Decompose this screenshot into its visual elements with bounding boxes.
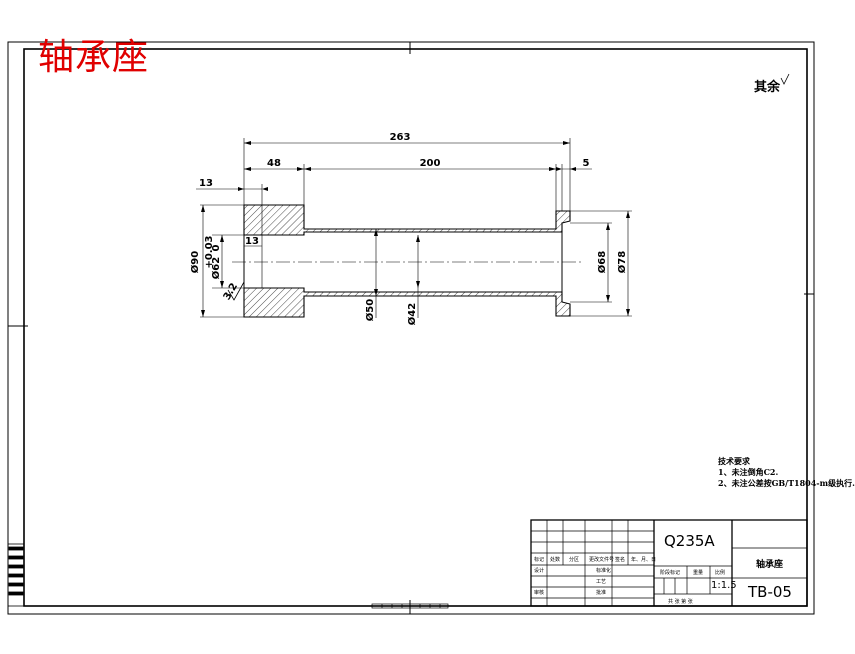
tb-label-sign: 签名 [615, 557, 626, 563]
dim-bore-tol-lower: 0 [211, 244, 222, 251]
tech-requirements-title: 技术要求 [718, 456, 750, 466]
tb-label-change-doc: 更改文件号 [589, 557, 615, 563]
tb-label-ratio: 比例 [715, 570, 726, 576]
dim-surface-roughness: 3.2 [222, 281, 240, 302]
roughness-symbol [227, 281, 245, 301]
dimension-arrows [201, 141, 630, 317]
dimension-lines [196, 138, 632, 318]
dim-overall-length: 263 [390, 132, 411, 143]
bottom-scale-ruler [371, 603, 449, 609]
drawing-heading: 轴承座 [38, 37, 150, 78]
dim-bore-tol-upper: +0.03 [204, 235, 215, 268]
dim-middle-length: 200 [420, 158, 441, 169]
title-block [530, 519, 808, 607]
tb-label-zone: 分区 [569, 557, 580, 563]
tb-label-mark: 标记 [534, 557, 545, 563]
dim-flange-right: 5 [583, 158, 590, 169]
tech-requirement-item: 1、未注倒角C2. [718, 467, 779, 477]
roughness-check-icon [780, 73, 790, 85]
tb-label-stage-mark: 阶段标记 [660, 570, 681, 576]
scale-label: 1:1.5 [711, 580, 737, 591]
dim-bore-step: 13 [245, 236, 259, 247]
part-section-top [243, 204, 571, 236]
dim-left-od: Ø90 [189, 251, 201, 273]
side-revision-strip [7, 543, 25, 607]
roughness-note: 其余 [754, 80, 781, 95]
dim-flange-left: 48 [267, 158, 281, 169]
outer-border [7, 41, 815, 615]
tb-label-process: 工艺 [596, 579, 607, 585]
tb-label-date: 年、月、日 [631, 557, 657, 563]
tech-requirements: 技术要求 1、未注倒角C2. 2、未注公差按GB/T1804-m级执行. [718, 456, 855, 489]
dim-shaft-od: Ø50 [364, 299, 376, 321]
tb-label-weight: 重量 [693, 570, 704, 576]
tb-label-standardize: 标准化 [596, 568, 612, 574]
dim-left-step: 13 [199, 178, 213, 189]
tb-label-sheets: 共 张 第 张 [668, 599, 693, 605]
tech-requirement-item: 2、未注公差按GB/T1804-m级执行. [718, 478, 855, 488]
engineering-drawing: 263 48 200 5 13 13 Ø90 Ø62 +0.03 0 3.2 Ø… [7, 41, 815, 615]
tb-label-approve: 批准 [596, 590, 607, 596]
dim-shaft-id: Ø42 [406, 303, 418, 325]
dim-right-od: Ø78 [616, 251, 628, 273]
inner-border [23, 48, 808, 607]
drawing-number-label: TB-05 [748, 583, 792, 601]
dim-right-id: Ø68 [596, 251, 608, 273]
tb-label-review: 审核 [534, 590, 545, 596]
tb-label-design: 设计 [534, 568, 545, 574]
part-name-label: 轴承座 [756, 560, 784, 570]
tb-label-count: 处数 [550, 557, 561, 563]
material-label: Q235A [664, 532, 715, 550]
dim-bore-fit: Ø62 [210, 257, 222, 279]
